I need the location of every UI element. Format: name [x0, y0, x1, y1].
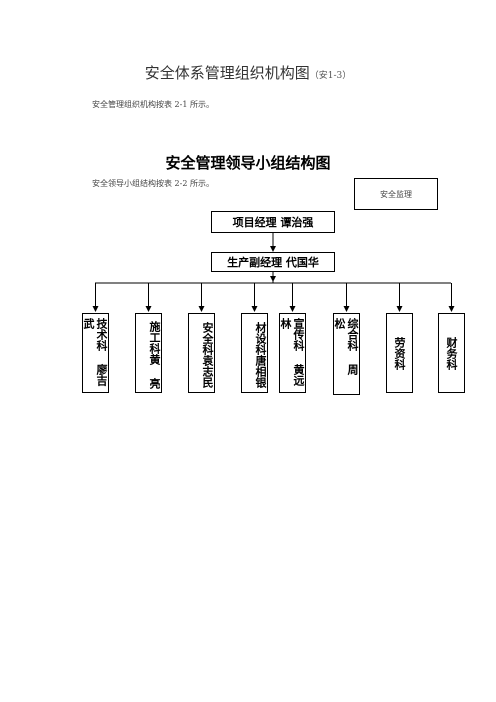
intro-paragraph-1: 安全管理组织机构按表 2-1 所示。 — [92, 100, 214, 109]
connector-arrow — [145, 306, 152, 312]
document-title: 安全体系管理组织机构图（安1-3） — [144, 64, 352, 82]
department-box-labor: 劳资科 — [386, 313, 413, 393]
department-box-publicity: 宣传科 黄远林 — [279, 313, 306, 393]
department-box-general: 综合科 周 松 — [333, 313, 360, 395]
department-box-technical: 技术科 廖吉武 — [82, 313, 109, 393]
org-chart-heading: 安全管理领导小组结构图 — [165, 154, 331, 172]
department-box-finance: 财务科 — [438, 313, 465, 393]
connector-arrow — [396, 306, 403, 312]
department-box-materials: 材设科唐相银 — [241, 313, 268, 393]
department-box-construction: 施工科黄 亮 — [135, 313, 162, 393]
connector-arrow — [343, 306, 350, 312]
title-note: （安1-3） — [309, 71, 352, 81]
connector-arrow — [251, 306, 258, 312]
department-box-safety: 安全科袁志民 — [188, 313, 215, 393]
connector-arrow — [448, 306, 455, 312]
project-manager-box: 项目经理 谭治强 — [211, 211, 335, 233]
connector-arrow — [92, 306, 99, 312]
safety-supervisor-box: 安全监理 — [354, 178, 438, 210]
connector-arrow — [289, 306, 296, 312]
deputy-manager-box: 生产副经理 代国华 — [211, 252, 335, 272]
connector-arrow — [198, 306, 205, 312]
intro-paragraph-2: 安全领导小组结构按表 2-2 所示。 — [92, 179, 214, 188]
